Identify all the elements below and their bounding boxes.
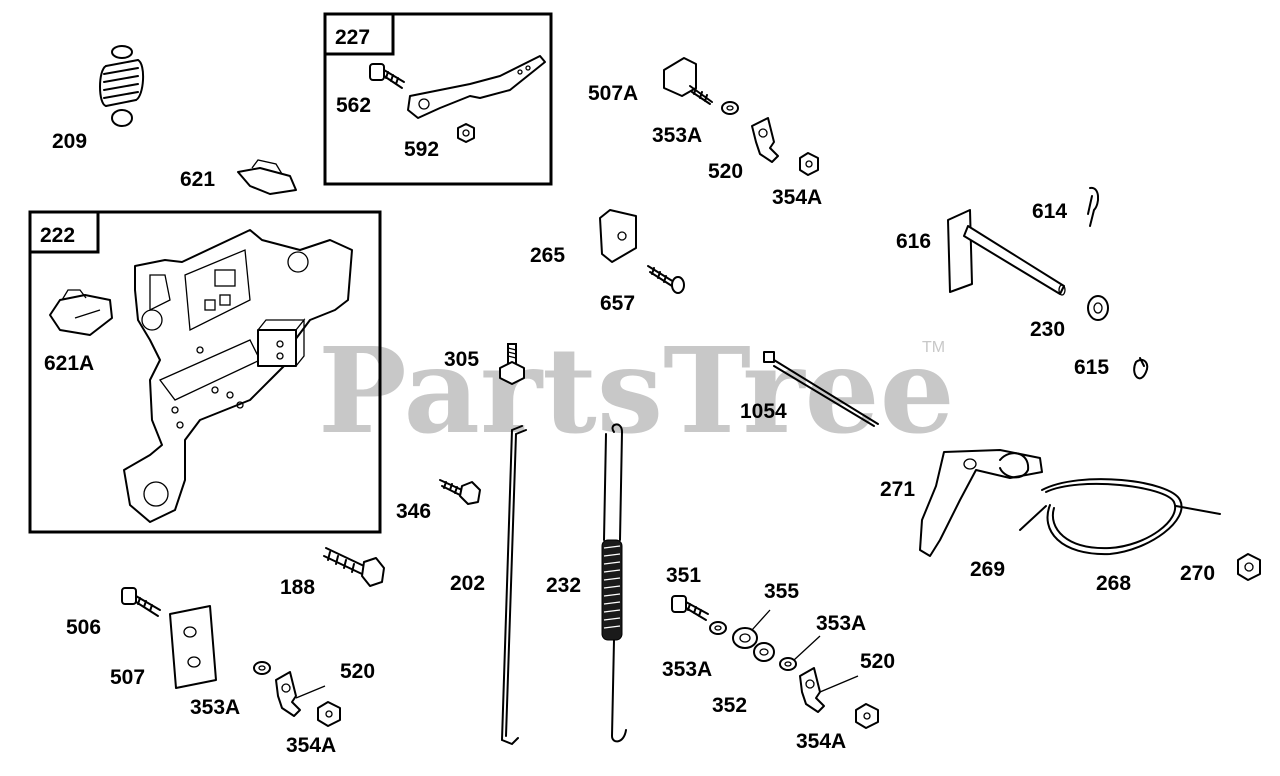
- part-227-throttle-lever[interactable]: [407, 55, 546, 119]
- callout-353a-mid-right[interactable]: 353A: [816, 612, 866, 635]
- part-507-plate[interactable]: [169, 605, 217, 689]
- callout-209[interactable]: 209: [52, 130, 87, 153]
- callout-614[interactable]: 614: [1032, 200, 1067, 223]
- part-506-bolt[interactable]: [121, 587, 161, 617]
- callout-346[interactable]: 346: [396, 500, 431, 523]
- callout-354a-bottom[interactable]: 354A: [286, 734, 336, 757]
- part-354a-nut[interactable]: [317, 701, 341, 727]
- part-351-bolt[interactable]: [671, 595, 709, 621]
- watermark-trademark: TM: [922, 339, 945, 356]
- callout-230[interactable]: 230: [1030, 318, 1065, 341]
- part-616-shaft[interactable]: [947, 209, 1066, 296]
- callout-270[interactable]: 270: [1180, 562, 1215, 585]
- part-352-washer[interactable]: [753, 642, 775, 662]
- part-269-cable-end[interactable]: [1019, 505, 1221, 531]
- part-188-bolt[interactable]: [323, 547, 385, 587]
- part-355-washer[interactable]: [732, 627, 758, 649]
- part-520-bracket[interactable]: [275, 671, 301, 717]
- callout-615[interactable]: 615: [1074, 356, 1109, 379]
- callout-354a-top[interactable]: 354A: [772, 186, 822, 209]
- callout-353a-top[interactable]: 353A: [652, 124, 702, 147]
- part-265-bracket[interactable]: [599, 209, 637, 263]
- part-230-washer[interactable]: [1087, 295, 1109, 321]
- part-562-bolt[interactable]: [369, 63, 405, 89]
- part-657-screw[interactable]: [647, 265, 685, 294]
- watermark-text: PartsTree: [318, 321, 955, 460]
- part-520-bracket[interactable]: [751, 117, 779, 163]
- part-353a-lock-washer[interactable]: [721, 101, 739, 115]
- callout-520-mid[interactable]: 520: [860, 650, 895, 673]
- callout-305[interactable]: 305: [444, 348, 479, 371]
- callout-268[interactable]: 268: [1096, 572, 1131, 595]
- part-222-control-bracket[interactable]: [123, 229, 353, 523]
- callout-354a-mid[interactable]: 354A: [796, 730, 846, 753]
- part-202-governor-rod[interactable]: [500, 425, 527, 746]
- callout-507[interactable]: 507: [110, 666, 145, 689]
- part-271-control-lever[interactable]: [919, 449, 1043, 557]
- part-621-clip[interactable]: [237, 159, 297, 195]
- part-353a-lock-washer[interactable]: [253, 661, 271, 675]
- callout-box-222[interactable]: 222: [28, 210, 382, 534]
- callout-box-227[interactable]: 227: [323, 12, 553, 186]
- part-520-bracket[interactable]: [799, 667, 825, 713]
- callout-269[interactable]: 269: [970, 558, 1005, 581]
- part-209-spring[interactable]: [99, 45, 144, 127]
- callout-351[interactable]: 351: [666, 564, 701, 587]
- part-507a-governor-lever[interactable]: [663, 57, 713, 105]
- callout-353a-mid-left[interactable]: 353A: [662, 658, 712, 681]
- callout-232[interactable]: 232: [546, 574, 581, 597]
- callout-507a[interactable]: 507A: [588, 82, 638, 105]
- callout-592[interactable]: 592: [404, 138, 439, 161]
- callout-657[interactable]: 657: [600, 292, 635, 315]
- part-615-e-clip[interactable]: [1133, 357, 1149, 380]
- callout-355[interactable]: 355: [764, 580, 799, 603]
- part-1054-cable-tie[interactable]: [763, 351, 879, 427]
- leader-lines: [295, 609, 859, 699]
- part-353a-lock-washer[interactable]: [779, 657, 797, 671]
- callout-271[interactable]: 271: [880, 478, 915, 501]
- callout-562[interactable]: 562: [336, 94, 371, 117]
- part-268-cable[interactable]: [1041, 478, 1183, 556]
- part-305-screw[interactable]: [499, 343, 525, 385]
- callout-1054[interactable]: 1054: [740, 400, 787, 423]
- part-614-hairpin[interactable]: [1087, 186, 1100, 227]
- callout-621a[interactable]: 621A: [44, 352, 94, 375]
- part-354a-nut[interactable]: [799, 152, 819, 176]
- callout-352[interactable]: 352: [712, 694, 747, 717]
- callout-188[interactable]: 188: [280, 576, 315, 599]
- part-621a-clip[interactable]: [49, 289, 113, 336]
- box-222-label: 222: [40, 224, 75, 247]
- callout-353a-bottom[interactable]: 353A: [190, 696, 240, 719]
- part-353a-lock-washer[interactable]: [709, 621, 727, 635]
- callout-520-bottom[interactable]: 520: [340, 660, 375, 683]
- box-227-label: 227: [335, 26, 370, 49]
- callout-621[interactable]: 621: [180, 168, 215, 191]
- part-232-governor-spring[interactable]: [601, 423, 627, 743]
- part-346-screw[interactable]: [439, 479, 481, 505]
- part-354a-nut[interactable]: [855, 703, 879, 729]
- callout-506[interactable]: 506: [66, 616, 101, 639]
- part-270-nut[interactable]: [1237, 553, 1261, 581]
- part-592-nut[interactable]: [457, 123, 475, 143]
- callout-616[interactable]: 616: [896, 230, 931, 253]
- callout-520-top[interactable]: 520: [708, 160, 743, 183]
- callout-202[interactable]: 202: [450, 572, 485, 595]
- callout-265[interactable]: 265: [530, 244, 565, 267]
